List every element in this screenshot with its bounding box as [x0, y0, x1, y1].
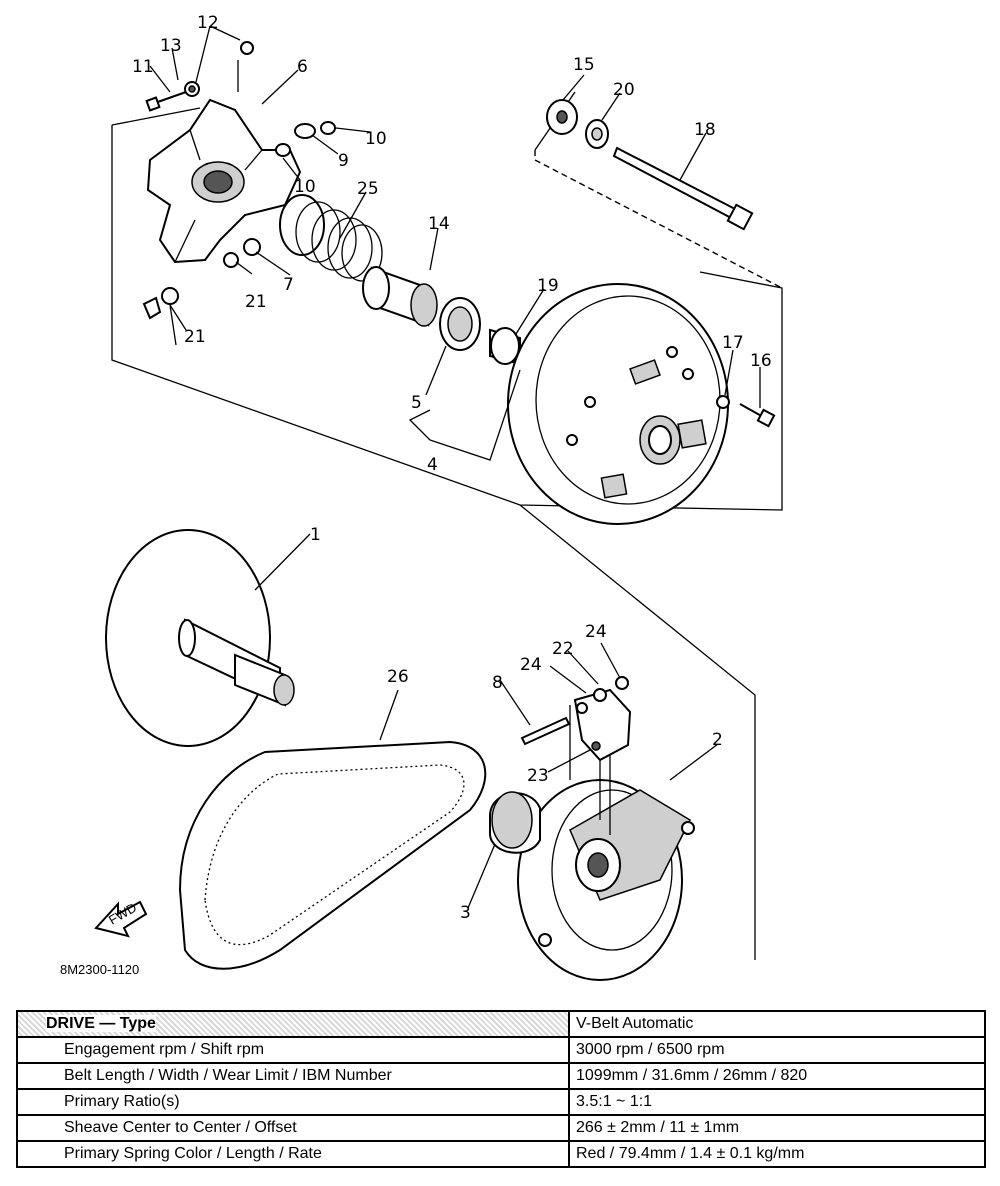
bushing-3-face	[491, 791, 533, 849]
secondary-sheave	[517, 779, 695, 981]
table-row: Engagement rpm / Shift rpm 3000 rpm / 65…	[16, 1036, 986, 1064]
callout-26: 26	[387, 667, 409, 687]
washer-15-hole	[556, 110, 568, 124]
spec-label: DRIVE — Type	[16, 1010, 570, 1038]
collar	[362, 266, 438, 327]
roller-9	[294, 123, 316, 139]
callout-5: 5	[411, 393, 422, 413]
fwd-arrow-icon: FWD	[94, 900, 148, 938]
bolt-16	[739, 403, 776, 428]
callout-21b: 21	[184, 327, 206, 347]
callout-13: 13	[160, 36, 182, 56]
fixed-sheave	[105, 529, 295, 747]
cap-nut	[142, 296, 162, 320]
bushing-5-bore	[447, 306, 473, 342]
washer-17	[716, 395, 730, 409]
callout-12: 12	[197, 13, 219, 33]
callout-18: 18	[694, 120, 716, 140]
spec-value: V-Belt Automatic	[568, 1010, 986, 1038]
moveable-sheave	[507, 283, 729, 525]
callout-7: 7	[283, 275, 294, 295]
callout-23: 23	[527, 766, 549, 786]
table-row: DRIVE — Type V-Belt Automatic	[16, 1010, 986, 1038]
callout-19: 19	[537, 276, 559, 296]
callout-15: 15	[573, 55, 595, 75]
spider-hub	[146, 98, 302, 264]
callout-3: 3	[460, 903, 471, 923]
callout-labels: 1 2 3 4 5 6 7 8 9 10 10 11 12 13 14 15 1…	[132, 13, 772, 923]
slider-bracket	[569, 676, 632, 835]
spec-label-text: DRIVE — Type	[46, 1015, 156, 1032]
callout-25: 25	[357, 179, 379, 199]
callout-14: 14	[428, 214, 450, 234]
table-row: Sheave Center to Center / Offset 266 ± 2…	[16, 1114, 986, 1142]
callout-6: 6	[297, 57, 308, 77]
spec-label: Primary Ratio(s)	[16, 1088, 570, 1116]
callout-24b: 24	[585, 622, 607, 642]
spec-value: 3.5:1 ~ 1:1	[568, 1088, 986, 1116]
washer-21a	[223, 252, 239, 268]
callout-22: 22	[552, 639, 574, 659]
spec-value: 1099mm / 31.6mm / 26mm / 820	[568, 1062, 986, 1090]
drawing-code: 8M2300-1120	[60, 962, 139, 977]
callout-20: 20	[613, 80, 635, 100]
spec-value: 266 ± 2mm / 11 ± 1mm	[568, 1114, 986, 1142]
bolt-18	[612, 146, 754, 231]
pin-8	[520, 716, 571, 746]
washer-21b	[161, 287, 179, 305]
spec-value: 3000 rpm / 6500 rpm	[568, 1036, 986, 1064]
drive-belt	[178, 740, 487, 970]
callout-21a: 21	[245, 292, 267, 312]
table-row: Primary Spring Color / Length / Rate Red…	[16, 1140, 986, 1168]
callout-8: 8	[492, 673, 503, 693]
washer-13-hole	[188, 85, 196, 93]
spec-value: Red / 79.4mm / 1.4 ± 0.1 kg/mm	[568, 1140, 986, 1168]
bolt-11	[145, 91, 187, 112]
spec-label: Sheave Center to Center / Offset	[16, 1114, 570, 1142]
nut-7	[243, 238, 261, 256]
callout-16: 16	[750, 351, 772, 371]
callout-10b: 10	[294, 177, 316, 197]
callout-10a: 10	[365, 129, 387, 149]
spec-label: Engagement rpm / Shift rpm	[16, 1036, 570, 1064]
callout-9: 9	[338, 151, 349, 171]
leader-lines	[149, 25, 761, 909]
callout-2: 2	[712, 730, 723, 750]
washer-10a	[320, 121, 336, 135]
bushing-19-face	[490, 327, 520, 365]
spec-label: Belt Length / Width / Wear Limit / IBM N…	[16, 1062, 570, 1090]
washer-20-hole	[591, 127, 603, 141]
primary-spring	[279, 194, 383, 282]
drive-spec-table: DRIVE — Type V-Belt Automatic Engagement…	[16, 1010, 986, 1168]
callout-24a: 24	[520, 655, 542, 675]
exploded-drive-diagram: FWD 1 2 3 4 5 6 7 8 9 10 10 11 12 13 14 …	[60, 13, 783, 981]
table-row: Primary Ratio(s) 3.5:1 ~ 1:1	[16, 1088, 986, 1116]
spec-label: Primary Spring Color / Length / Rate	[16, 1140, 570, 1168]
table-row: Belt Length / Width / Wear Limit / IBM N…	[16, 1062, 986, 1090]
washer-10b	[275, 143, 291, 157]
callout-17: 17	[722, 333, 744, 353]
callout-4: 4	[427, 455, 438, 475]
callout-11: 11	[132, 57, 154, 77]
nut-12	[240, 41, 254, 55]
callout-1: 1	[310, 525, 321, 545]
